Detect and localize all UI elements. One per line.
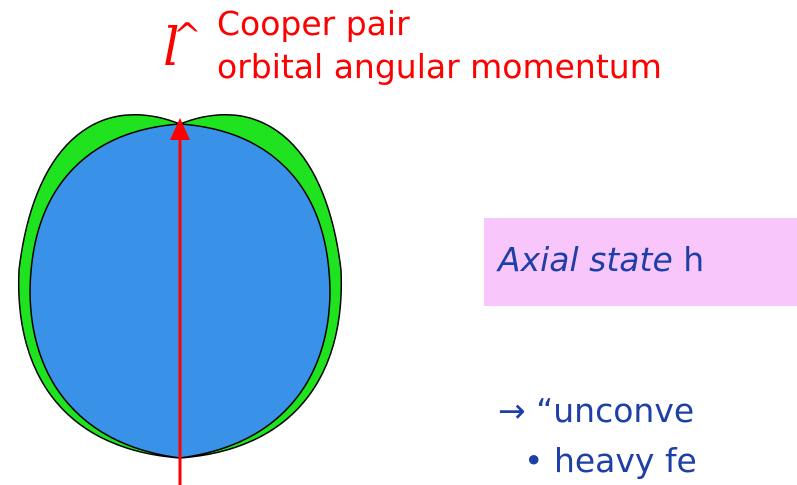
heavy-fermion-bullet: • heavy fe <box>524 441 697 480</box>
axial-state-rest: h <box>672 240 705 279</box>
unconventional-line: → “unconve <box>498 391 695 430</box>
hat-accent: ^ <box>173 16 202 56</box>
l-symbol: l <box>163 18 180 78</box>
orbital-axis-arrowhead <box>170 118 190 140</box>
axial-state-italic: Axial state <box>498 240 673 279</box>
orbital-angular-momentum-label: orbital angular momentum <box>217 47 662 86</box>
cooper-pair-label: Cooper pair <box>217 4 410 43</box>
axial-state-text: Axial state h <box>498 240 704 280</box>
l-hat-symbol: l ^ <box>163 16 202 74</box>
axial-state-box: Axial state h <box>484 218 797 306</box>
